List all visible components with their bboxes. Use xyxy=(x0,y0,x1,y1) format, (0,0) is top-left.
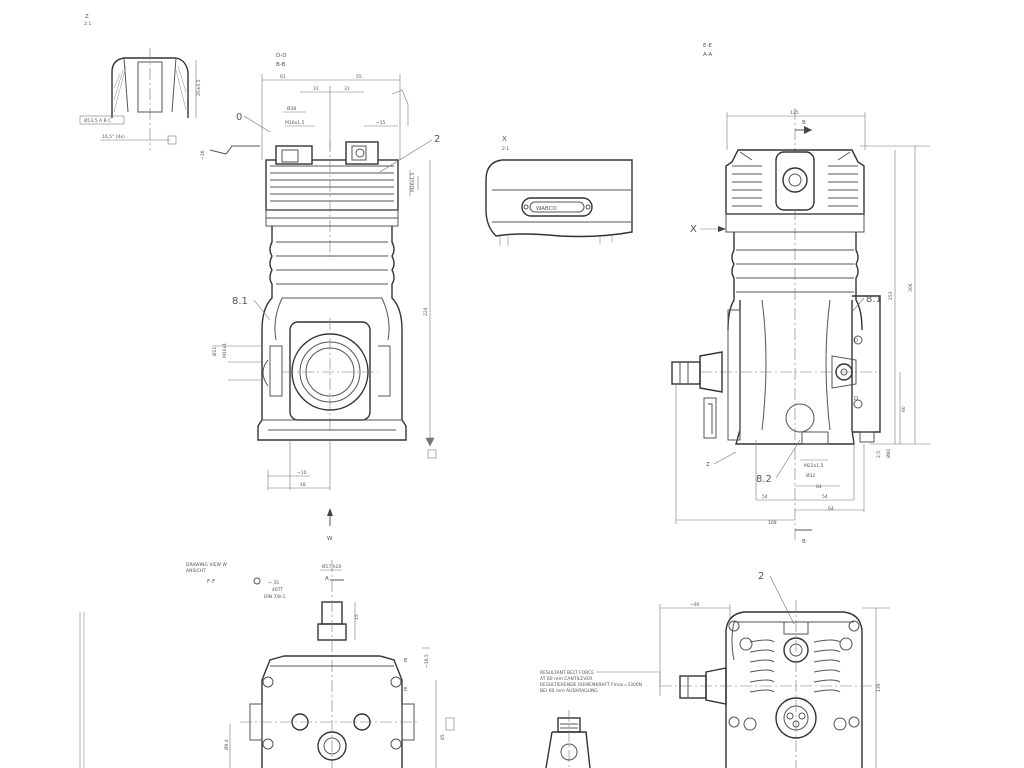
dd-title: D-D xyxy=(276,53,286,59)
svg-text:Ø9,4: Ø9,4 xyxy=(223,739,230,750)
dim-55: 55 xyxy=(356,74,362,80)
din-label: DIN 7/8-1 xyxy=(264,594,285,600)
dim-253: 253 xyxy=(888,291,894,300)
callout-b-bottom: B xyxy=(802,539,806,545)
detail-x: X 2:1 WABCO xyxy=(485,135,633,246)
svg-text:Ø11: Ø11 xyxy=(211,347,218,356)
belt-force-note: RESULTANT BELT FORCE AT 60 mm CANTILEVER… xyxy=(540,670,661,768)
detail-z: Z 2:1 20±0,5 Ø13,5 A B C 16,5° (4x) xyxy=(79,14,202,150)
ee-title: E-E xyxy=(703,43,712,49)
aa-title: A-A xyxy=(703,52,713,58)
callout-e-bottom: E xyxy=(404,687,408,693)
callout-b-top: B xyxy=(802,120,806,126)
svg-text:~16,5: ~16,5 xyxy=(424,654,430,668)
dim-90: ~90 xyxy=(690,602,700,608)
nameplate-text: WABCO xyxy=(536,206,557,212)
svg-text:M26x1,5: M26x1,5 xyxy=(410,172,416,192)
dim-61: 61 xyxy=(280,74,286,80)
svg-text:Ø60: Ø60 xyxy=(885,449,892,458)
callout-d-bottom: D xyxy=(854,396,858,402)
view-w-label: W xyxy=(327,536,333,542)
callout-8-1b: 8.1 xyxy=(866,294,882,305)
dim-306: 306 xyxy=(908,283,914,292)
svg-text:Ø13,5 A B C: Ø13,5 A B C xyxy=(84,117,111,124)
dim-15b: 15 xyxy=(354,614,360,620)
dim-139: 139 xyxy=(876,683,882,692)
callout-e-top: E xyxy=(404,658,408,664)
detail-x-label: X xyxy=(502,135,507,143)
dim-m22: M22x1,5 xyxy=(804,463,824,469)
callout-0: 0 xyxy=(236,112,242,123)
belt-force-line-2: AT 60 mm CANTILEVER xyxy=(540,676,592,682)
dim-54b: 54 xyxy=(822,494,828,500)
callout-2: 2 xyxy=(434,134,440,145)
dim-20: 20±0,5 xyxy=(196,79,202,96)
dim-64b: 64 xyxy=(828,506,834,512)
callout-8-2: 8.2 xyxy=(756,474,772,485)
dim-10: ~10 xyxy=(297,470,307,476)
dim-32: Ø32 xyxy=(806,472,815,479)
svg-text:~16: ~16 xyxy=(200,150,206,160)
callout-a: A xyxy=(325,576,329,582)
dim-54a: 54 xyxy=(762,494,768,500)
top-view-head: 2 ~90 139 xyxy=(659,571,890,768)
drawing-view-label: DRAWING VIEW W xyxy=(186,562,227,568)
dim-60: 60 xyxy=(901,406,907,412)
svg-text:16,5° (4x): 16,5° (4x) xyxy=(102,134,125,140)
belt-force-line-1: RESULTANT BELT FORCE xyxy=(540,670,594,676)
ff-title: F-F xyxy=(207,579,215,585)
dim-m16: M16x1,5 xyxy=(285,120,305,126)
dim-31b: 31 xyxy=(344,86,350,92)
detail-x-scale: 2:1 xyxy=(502,146,509,152)
detail-z-label: Z xyxy=(85,14,89,20)
dim-48: 48 xyxy=(300,482,306,488)
svg-text:2,5: 2,5 xyxy=(876,451,882,458)
svg-text:46TT: 46TT xyxy=(272,587,283,593)
belt-force-line-3: RESULTIERENDE RIEMENKRAFT Fmax=3300N xyxy=(540,682,642,688)
ansicht-label: ANSICHT xyxy=(186,568,206,574)
dim-224: 224 xyxy=(423,307,429,316)
dim-31a: 31 xyxy=(313,86,319,92)
dim-15: ~15 xyxy=(376,120,386,126)
section-dd-bb-view: D-D B-B 61 55 31 31 Ø38 M16x1,5 ~15 xyxy=(200,53,440,542)
callout-8-1: 8.1 xyxy=(232,296,248,307)
dim-38: Ø38 xyxy=(287,105,296,112)
detail-z-scale: 2:1 xyxy=(84,21,91,27)
dim-168: 168 xyxy=(768,520,777,526)
dim-85: 85 xyxy=(440,734,446,740)
callout-d-top: D xyxy=(854,338,858,344)
view-w-ff: DRAWING VIEW W ANSICHT F-F ⇦ 35 46TT DIN… xyxy=(79,560,455,768)
svg-text:⇦ 35: ⇦ 35 xyxy=(268,580,279,586)
belt-force-line-4: BEI 60 mm AUSKRAGUNG xyxy=(540,688,598,694)
section-ee-aa-view: E-E A-A 125 B xyxy=(671,43,930,545)
callout-2b: 2 xyxy=(758,571,764,582)
callout-x: X xyxy=(690,224,697,235)
dim-64: 64 xyxy=(816,484,822,490)
bb-title: B-B xyxy=(276,62,286,68)
dim-125: 125 xyxy=(790,110,799,116)
callout-z: Z xyxy=(706,462,710,468)
svg-text:M10x1: M10x1 xyxy=(222,343,228,358)
